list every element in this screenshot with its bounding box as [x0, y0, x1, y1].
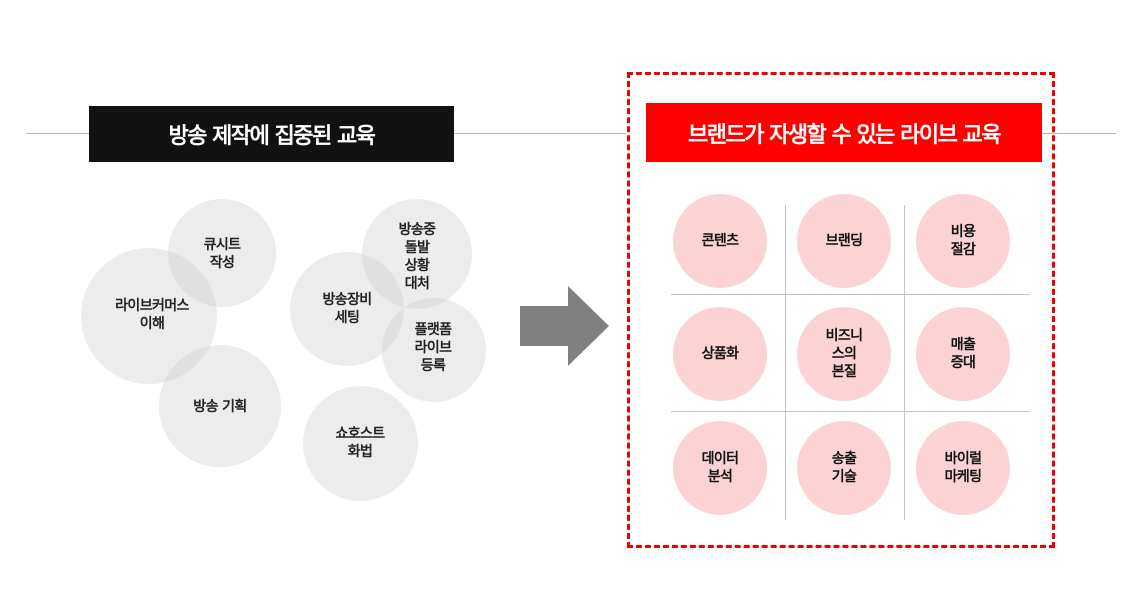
topic-label: 방송중 돌발 상황 대처 [398, 222, 436, 292]
benefit-circle-branding: 브랜딩 [797, 194, 891, 288]
grid-line [904, 205, 905, 520]
benefit-circle-business: 비즈니 스의 본질 [797, 307, 891, 401]
topic-label: 큐시트 작성 [203, 237, 241, 271]
topic-label: 플랫폼 라이브 등록 [414, 322, 452, 374]
grid-line [785, 205, 786, 520]
right-arrow-icon [520, 286, 609, 366]
benefit-circle-productization: 상품화 [673, 307, 767, 401]
topic-label: 쇼호스트 화법 [335, 426, 385, 460]
topic-label: 라이브커머스 이해 [115, 298, 189, 332]
right-topic-box [627, 72, 1055, 548]
topic-circle [382, 298, 486, 402]
grid-line [671, 294, 1030, 295]
benefit-circle-data: 데이터 분석 [673, 421, 767, 515]
benefit-circle-cost: 비용 절감 [916, 194, 1010, 288]
left-title: 방송 제작에 집중된 교육 [89, 106, 454, 162]
benefit-circle-viral: 바이럴 마케팅 [916, 421, 1010, 515]
benefit-circle-content: 콘텐츠 [673, 194, 767, 288]
topic-circle [290, 252, 404, 366]
topic-circle [362, 199, 472, 309]
benefit-circle-broadcast: 송출 기술 [797, 421, 891, 515]
topic-circle [81, 248, 217, 384]
topic-circle [303, 386, 418, 501]
topic-label: 방송장비 세팅 [322, 292, 372, 326]
topic-circle [168, 199, 276, 307]
right-title: 브랜드가 자생할 수 있는 라이브 교육 [646, 103, 1042, 162]
grid-line [671, 411, 1030, 412]
topic-label: 방송 기획 [193, 399, 247, 415]
benefit-circle-sales: 매출 증대 [916, 307, 1010, 401]
topic-circle [159, 345, 281, 467]
divider-line-right [1042, 133, 1116, 134]
